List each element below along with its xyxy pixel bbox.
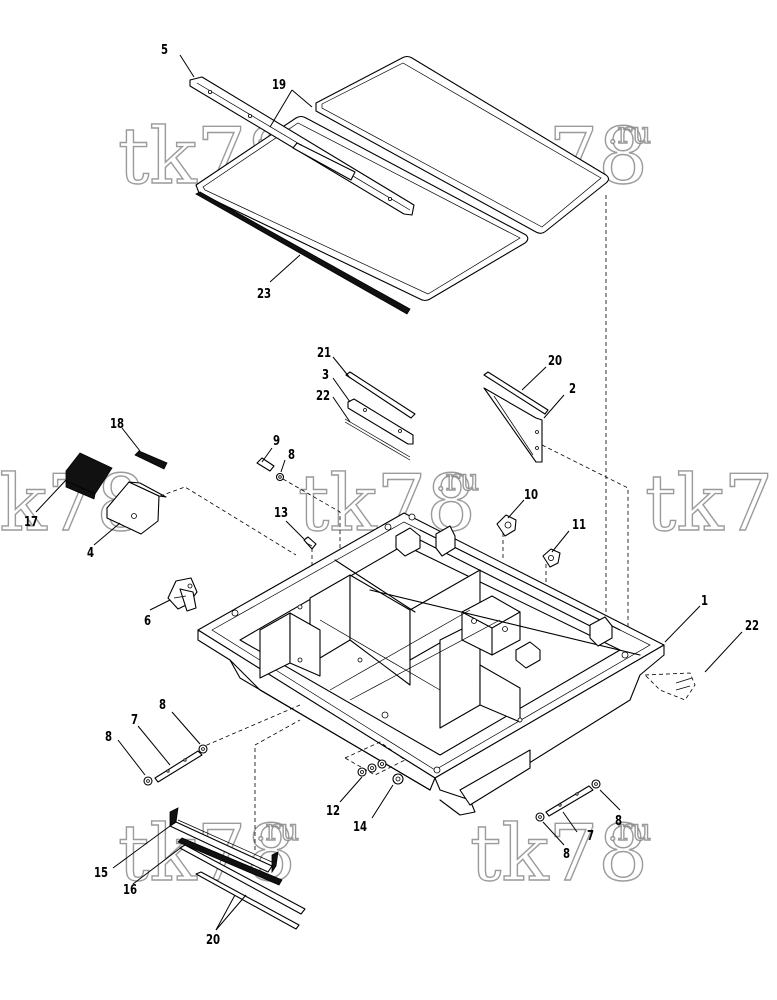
part-8-nut-left-a <box>143 776 153 786</box>
part-7-right-rod <box>545 785 594 817</box>
part-10-grommet <box>496 514 517 537</box>
guide-line <box>254 719 301 850</box>
callout-8-left-top: 8 <box>159 697 166 713</box>
part-21-bar <box>345 371 416 419</box>
part-17-block <box>65 452 113 500</box>
callout-20-lower: 20 <box>206 932 220 948</box>
callout-23: 23 <box>257 286 271 302</box>
part-22-thin-strip <box>344 418 411 461</box>
part-18-pad <box>134 450 168 470</box>
part-19-top-panels <box>195 55 610 302</box>
part-16-strip <box>177 837 283 886</box>
callout-8-right-top: 8 <box>615 813 622 829</box>
callout-8-right-bottom: 8 <box>563 846 570 862</box>
guide-line <box>159 486 297 556</box>
guide-line <box>199 704 301 749</box>
part-8-nut-right-a <box>535 812 545 822</box>
watermark-main-text: tk78 <box>645 459 777 549</box>
callout-19: 19 <box>272 77 286 93</box>
part-8-nut-left-b <box>198 744 208 754</box>
callout-8-upper: 8 <box>288 447 295 463</box>
watermark-suffix-text: .ru <box>608 116 651 151</box>
guide-line <box>541 444 629 640</box>
part-12-fittings <box>357 759 387 777</box>
part-3-angle <box>347 398 414 445</box>
callout-21: 21 <box>317 345 331 361</box>
callout-5: 5 <box>161 42 168 58</box>
callout-4: 4 <box>87 545 94 561</box>
watermark-suffix-text: .ru <box>608 813 651 848</box>
part-6-latch <box>167 577 198 612</box>
part-20-bar-lower <box>179 844 306 930</box>
part-20-bar-upper <box>483 371 549 415</box>
callout-12: 12 <box>326 803 340 819</box>
callout-labels: 5 19 23 21 3 22 20 2 18 9 8 17 4 13 10 1… <box>24 42 759 948</box>
watermark-suffix-text: .ru <box>256 813 299 848</box>
callout-15: 15 <box>94 865 108 881</box>
callout-18: 18 <box>110 416 124 432</box>
part-5-angle-strip <box>189 76 415 216</box>
part-14-washer <box>392 773 404 785</box>
part-13-fitting <box>303 536 317 550</box>
part-15-angle-rail <box>169 807 279 874</box>
leader-lines <box>35 54 743 931</box>
part-9-pin <box>256 457 275 472</box>
callout-22-center: 22 <box>316 388 330 404</box>
part-23-strip <box>195 191 411 315</box>
part-8-nut-right-b <box>591 779 601 789</box>
part-4-plate <box>106 481 167 535</box>
callout-3: 3 <box>322 367 329 383</box>
callout-6: 6 <box>144 613 151 629</box>
callout-20-upper: 20 <box>548 353 562 369</box>
callout-7-left: 7 <box>131 712 138 728</box>
callout-22-right: 22 <box>745 618 759 634</box>
callout-16: 16 <box>123 882 137 898</box>
part-1-base-frame <box>197 512 665 816</box>
callout-13: 13 <box>274 505 288 521</box>
callout-10: 10 <box>524 487 538 503</box>
callout-11: 11 <box>572 517 586 533</box>
part-2-gusset-bracket <box>483 387 543 463</box>
part-22-dashed-strip <box>644 672 696 701</box>
callout-1: 1 <box>701 593 708 609</box>
part-11-grommet <box>542 548 561 568</box>
callout-7-right: 7 <box>587 828 594 844</box>
guide-line <box>282 478 341 565</box>
callout-17: 17 <box>24 514 38 530</box>
watermark-middle-right: tk78 <box>644 458 777 549</box>
watermark-main-text: tk78 <box>470 809 648 899</box>
callout-9: 9 <box>273 433 280 449</box>
watermark-bottom-right: tk78 .ru <box>469 808 652 899</box>
part-8-nut-upper <box>275 472 285 482</box>
callout-2: 2 <box>569 381 576 397</box>
callout-8-left-bottom: 8 <box>105 729 112 745</box>
callout-14: 14 <box>353 819 367 835</box>
part-7-left-rod <box>154 750 203 783</box>
watermark-suffix-text: .ru <box>436 463 479 498</box>
